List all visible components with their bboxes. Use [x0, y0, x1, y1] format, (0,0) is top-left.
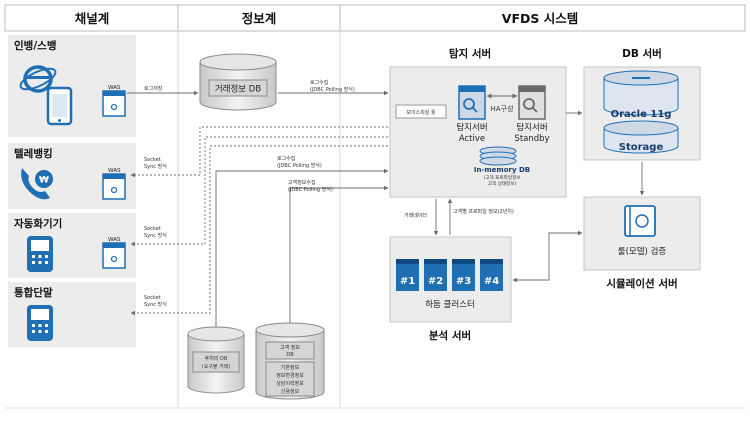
- storage-label: Storage: [619, 142, 664, 153]
- svg-text:후처리 DB: 후처리 DB: [205, 355, 228, 362]
- svg-text:WAS: WAS: [108, 168, 121, 174]
- standby-server-icon: [518, 85, 546, 120]
- customer-db: 고객 정보 DB 기본정보 정보변경정보 상담이력정보 신용정보: [255, 322, 325, 400]
- svg-text:신용정보: 신용정보: [281, 388, 300, 395]
- analysis-server: #1 #2 #3 #4 하둡 클러스터 분석 서버: [389, 236, 512, 342]
- svg-text:(JDBC Polling 방식): (JDBC Polling 방식): [310, 86, 355, 93]
- channel-telebanking: 텔레뱅킹 ₩ WAS: [8, 143, 136, 209]
- header-vfds: VFDS 시스템: [502, 11, 578, 26]
- storage-icon: [603, 120, 679, 154]
- svg-text:#1: #1: [400, 276, 415, 287]
- svg-text:로그수집: 로그수집: [310, 79, 328, 86]
- svg-text:로그수집: 로그수집: [277, 155, 295, 162]
- trade-db: 거래정보 DB: [199, 53, 277, 111]
- flow-log-store: 로그저장: [144, 85, 163, 92]
- connectors: [127, 90, 645, 327]
- flow-trade-data: 거래데이터: [404, 212, 427, 219]
- svg-text:DB: DB: [286, 352, 294, 358]
- svg-text:#4: #4: [484, 276, 499, 287]
- ha-label: HA구성: [491, 104, 514, 113]
- internet-explorer-icon: [19, 65, 57, 93]
- hadoop-node: #4: [480, 259, 503, 291]
- channel-atm: 자동화기기 WAS: [8, 213, 136, 278]
- channel-terminal-label: 통합단말: [14, 286, 53, 299]
- db-server: DB 서버 Oracle 11g Storage: [583, 47, 701, 161]
- channel-telebanking-label: 텔레뱅킹: [14, 147, 53, 160]
- oracle-label: Oracle 11g: [611, 109, 672, 120]
- flow-profile-info: 고객별 프로파일 정보(2년치): [453, 208, 514, 215]
- db-server-title: DB 서버: [622, 47, 662, 60]
- svg-text:Socket: Socket: [144, 295, 161, 301]
- svg-text:(JDBC Polling 방식): (JDBC Polling 방식): [277, 162, 322, 169]
- simulation-server: 룰(모델) 검증 시뮬레이션 서버: [583, 196, 701, 290]
- svg-text:탐지서버: 탐지서버: [456, 122, 487, 133]
- post-db: 후처리 DB (요구불 거래): [187, 326, 245, 394]
- detection-server-title: 탐지 서버: [449, 47, 491, 60]
- terminal-icon: [27, 305, 53, 341]
- hadoop-node: #1: [396, 259, 419, 291]
- trade-db-label: 거래정보 DB: [215, 84, 262, 95]
- svg-text:(요구불 거래): (요구불 거래): [202, 363, 231, 370]
- was-server-icon: WAS: [102, 168, 126, 200]
- svg-text:#2: #2: [428, 276, 443, 287]
- svg-text:Sync 방식: Sync 방식: [144, 232, 167, 239]
- book-refresh-icon: [624, 205, 656, 237]
- hadoop-node: #2: [424, 259, 447, 291]
- svg-text:(JDBC Polling 방식): (JDBC Polling 방식): [288, 186, 333, 193]
- inmemory-db-title: In-memory DB: [474, 166, 530, 174]
- svg-text:#3: #3: [456, 276, 471, 287]
- hadoop-node: #3: [452, 259, 475, 291]
- channel-internet-label: 인뱅/스뱅: [14, 39, 56, 52]
- phone-won-icon: ₩: [21, 168, 53, 200]
- svg-text:고객 정보: 고객 정보: [280, 344, 300, 351]
- svg-text:탐지서버: 탐지서버: [516, 122, 547, 133]
- was-label: WAS: [108, 85, 121, 91]
- oracle-db-icon: [603, 70, 679, 116]
- header-channel: 채널계: [75, 11, 110, 26]
- atm-icon: [27, 236, 53, 272]
- was-server-icon: WAS: [102, 85, 126, 117]
- channel-atm-label: 자동화기기: [14, 217, 62, 230]
- channel-internet: 인뱅/스뱅 WAS: [8, 35, 136, 137]
- svg-text:WAS: WAS: [108, 237, 121, 243]
- svg-text:정보변경정보: 정보변경정보: [276, 372, 304, 379]
- svg-text:고객정보수집: 고객정보수집: [288, 179, 316, 186]
- active-server-icon: [458, 85, 486, 120]
- svg-text:₩: ₩: [39, 176, 49, 186]
- header-row: 채널계 정보계 VFDS 시스템: [4, 4, 746, 32]
- svg-text:Active: Active: [459, 134, 485, 144]
- svg-text:Sync 방식: Sync 방식: [144, 163, 167, 170]
- inmemory-db-icon: [479, 146, 517, 166]
- simulation-server-title: 시뮬레이션 서버: [606, 277, 677, 290]
- flow-labels: 로그저장 로그수집 (JDBC Polling 방식) Socket Sync …: [144, 79, 514, 308]
- was-server-icon: WAS: [102, 237, 126, 269]
- smartphone-icon: [46, 86, 73, 126]
- hadoop-cluster-label: 하둡 클러스터: [425, 299, 475, 310]
- svg-text:기본정보: 기본정보: [281, 364, 300, 371]
- svg-text:상담이력정보: 상담이력정보: [276, 380, 304, 387]
- svg-text:고객 상태정보): 고객 상태정보): [488, 180, 517, 187]
- rule-verification-label: 룰(모델) 검증: [618, 246, 667, 257]
- header-info: 정보계: [242, 11, 277, 26]
- analysis-server-title: 분석 서버: [429, 329, 471, 342]
- svg-text:Standby: Standby: [514, 134, 549, 144]
- detection-server: 탐지 서버 보이스피싱 툴 HA구성 탐지서버 Active 탐지서버 Stan…: [389, 47, 567, 198]
- svg-text:(고객 프로파일정보: (고객 프로파일정보: [483, 174, 520, 181]
- svg-text:Socket: Socket: [144, 226, 161, 232]
- svg-text:Sync 방식: Sync 방식: [144, 301, 167, 308]
- voice-phishing-tool: 보이스피싱 툴: [406, 109, 436, 116]
- svg-text:Socket: Socket: [144, 157, 161, 163]
- channel-terminal: 통합단말: [8, 282, 136, 347]
